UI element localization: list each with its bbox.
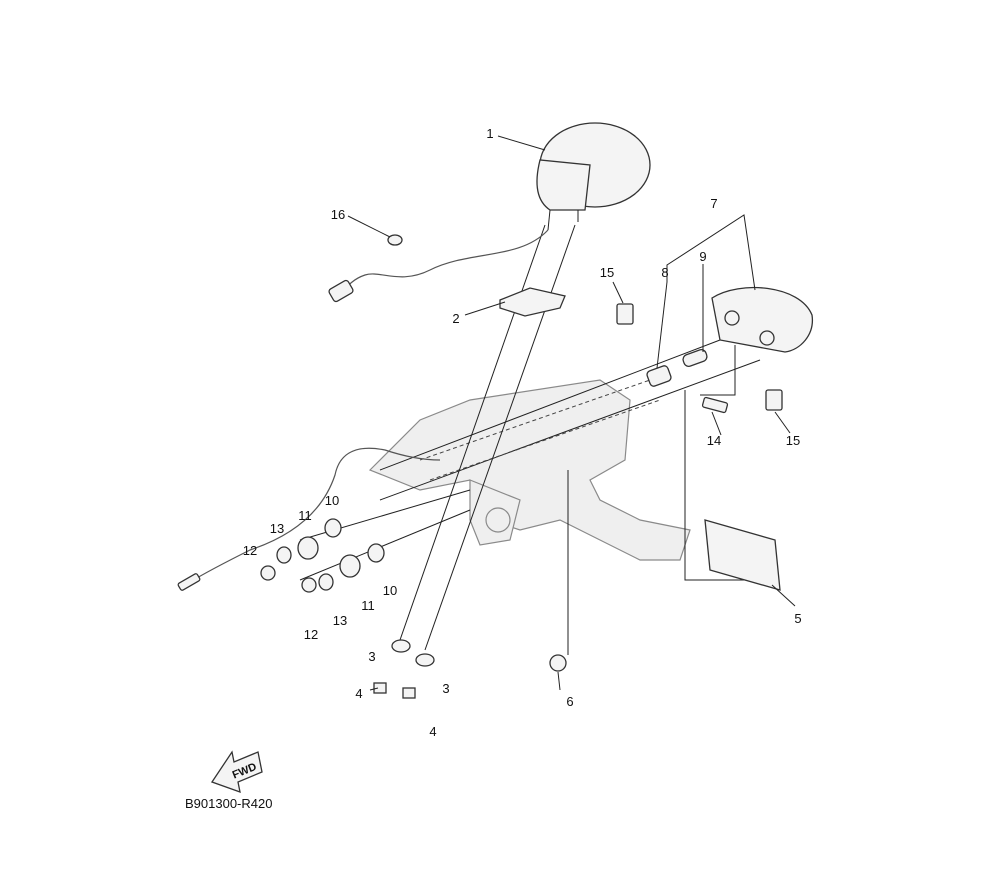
connector	[328, 279, 354, 303]
callout-3: 3	[368, 649, 375, 664]
callout-15: 15	[786, 433, 800, 448]
wire-harness	[189, 447, 441, 583]
cap-right	[765, 389, 783, 411]
callout-2: 2	[452, 311, 459, 326]
callout-5: 5	[794, 611, 801, 626]
callout-10: 10	[325, 493, 339, 508]
meter-assembly	[536, 122, 651, 231]
cap-left	[616, 303, 634, 325]
leader-lines	[347, 135, 796, 691]
callout-16: 16	[331, 207, 345, 222]
callout-15: 15	[600, 265, 614, 280]
taillight-assembly	[646, 286, 813, 387]
callout-12: 12	[243, 543, 257, 558]
callout-4: 4	[355, 686, 362, 701]
callout-9: 9	[699, 249, 706, 264]
callout-6: 6	[566, 694, 573, 709]
callout-7: 7	[710, 196, 717, 211]
damper	[701, 396, 729, 414]
callout-13: 13	[333, 613, 347, 628]
reflector	[704, 519, 781, 591]
callout-10: 10	[383, 583, 397, 598]
callouts: 1 16 2 15 8 9 7 14 15 10 11 13 12 10 11 …	[243, 126, 802, 739]
bulb	[682, 349, 708, 367]
rear-frame	[368, 379, 691, 561]
callout-11: 11	[361, 598, 375, 613]
grommets	[260, 518, 567, 699]
callout-14: 14	[707, 433, 721, 448]
callout-1: 1	[486, 126, 493, 141]
clamp	[387, 234, 403, 246]
callout-3: 3	[442, 681, 449, 696]
callout-11: 11	[298, 508, 312, 523]
bulb-socket	[646, 365, 672, 387]
connector-end	[177, 573, 201, 591]
callout-13: 13	[270, 521, 284, 536]
diagram-code: B901300-R420	[185, 796, 272, 811]
callout-8: 8	[661, 265, 668, 280]
speedometer-cable	[339, 229, 549, 296]
callout-4: 4	[429, 724, 436, 739]
forward-arrow-icon: FWD	[210, 750, 263, 793]
callout-12: 12	[304, 627, 318, 642]
meter-bracket	[499, 287, 566, 317]
